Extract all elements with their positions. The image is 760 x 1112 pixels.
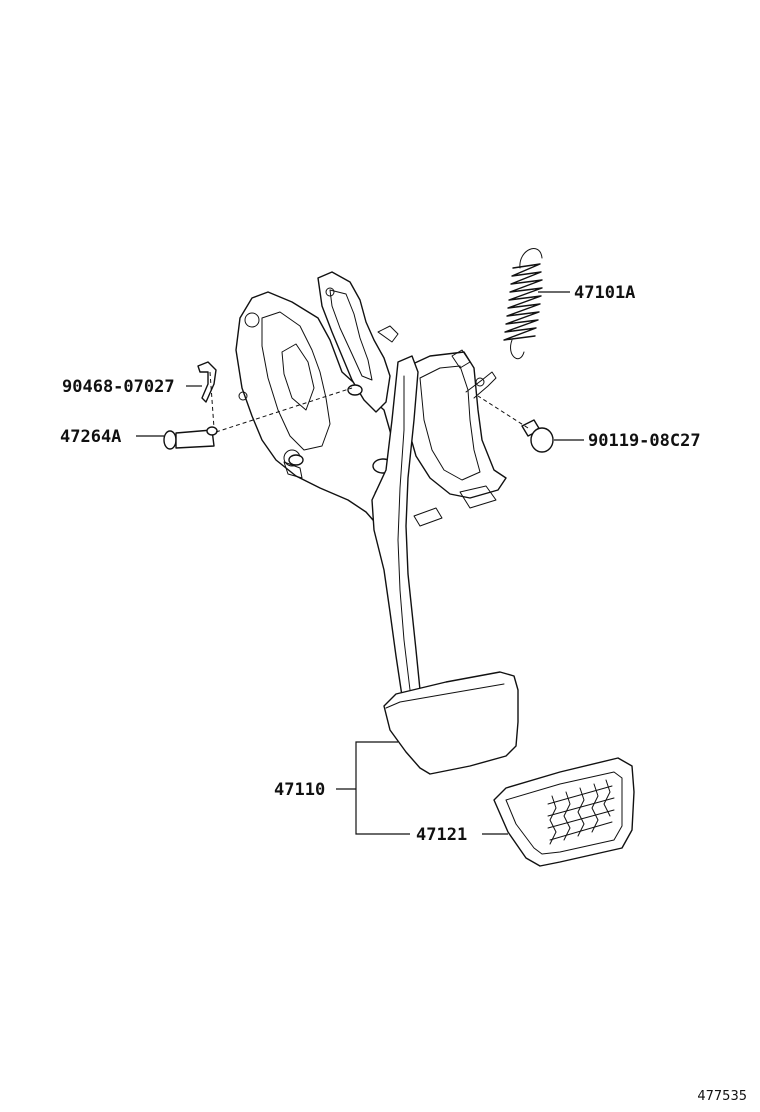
- clip-assembly-line: [209, 371, 215, 429]
- tread-pattern: [547, 779, 615, 845]
- pedal-bracket: [235, 271, 507, 529]
- label-47101A: 47101A: [574, 283, 635, 303]
- clip: [197, 361, 217, 403]
- pin-assembly-line: [215, 387, 353, 433]
- pedal-pad-cover: [493, 757, 635, 867]
- label-47264A: 47264A: [60, 427, 121, 447]
- label-90468-07027: 90468-07027: [62, 377, 175, 397]
- label-90119-08C27: 90119-08C27: [588, 431, 701, 451]
- pivot-pin: [163, 426, 218, 450]
- label-47121: 47121: [416, 825, 467, 845]
- bolt: [521, 419, 554, 453]
- label-47110: 47110: [274, 780, 325, 800]
- bolt-assembly-line: [477, 395, 529, 429]
- leader-47110: [336, 741, 410, 835]
- reference-number: 477535: [697, 1089, 747, 1104]
- pedal-pad: [383, 671, 519, 775]
- return-spring: [503, 248, 543, 360]
